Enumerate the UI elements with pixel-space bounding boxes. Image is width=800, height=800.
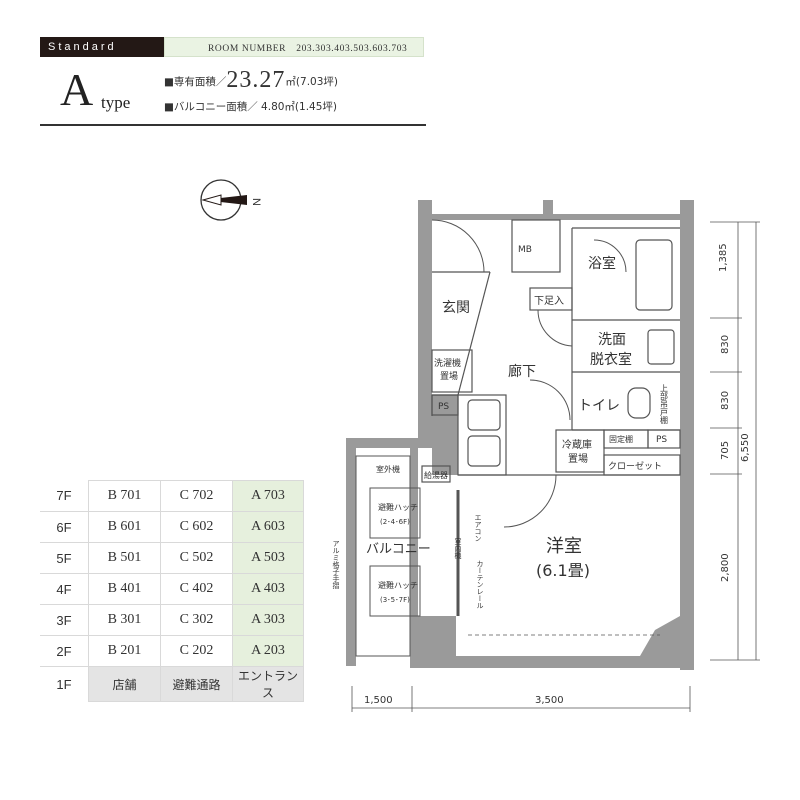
private-area-unit: ㎡(7.03坪) <box>285 76 338 88</box>
curtain-rail-label: カーテンレール <box>476 560 484 609</box>
dim-830-a: 830 <box>720 335 731 354</box>
unit-cell-highlight: A 303 <box>232 604 304 636</box>
table-row: 2F B 201 C 202 A 203 <box>40 635 304 667</box>
compass-icon: N <box>200 179 262 221</box>
room-number-list: ROOM NUMBER 203.303.403.503.603.703 <box>208 44 408 54</box>
grade-label: Standard <box>48 41 117 53</box>
dim-3500: 3,500 <box>535 695 564 706</box>
table-row: 3F B 301 C 302 A 303 <box>40 604 304 636</box>
unit-cell: C 502 <box>160 542 233 574</box>
private-area-value: 23.27 <box>226 67 286 93</box>
dim-1385: 1,385 <box>718 243 729 272</box>
floor-label: 3F <box>40 604 89 636</box>
right-dimension-lines <box>710 221 760 661</box>
table-row: 7F B 701 C 702 A 703 <box>40 480 304 512</box>
unit-cell: B 301 <box>88 604 161 636</box>
ground-cell: 避難通路 <box>160 666 233 702</box>
dim-total: 6,550 <box>740 433 751 462</box>
ground-cell: 店舗 <box>88 666 161 702</box>
entrance-label: 玄関 <box>442 299 470 316</box>
closet-label: クローゼット <box>608 460 662 472</box>
north-label: N <box>250 198 262 206</box>
fixed-shelf-label: 固定棚 <box>609 434 633 444</box>
railing-label: アルミ格子手摺 <box>332 540 340 590</box>
shoe-closet-label: 下足入 <box>534 295 564 307</box>
header-rule <box>40 124 426 126</box>
fridge-space-label: 置場 <box>568 452 588 465</box>
balcony-label: バルコニー <box>366 542 431 557</box>
outdoor-unit-label: 室外機 <box>376 464 400 474</box>
hatch-lower-label: 避難ハッチ <box>378 580 418 590</box>
hatch-upper-floors: (2･4･6F) <box>380 518 410 526</box>
western-room-size: (6.1畳) <box>536 561 590 580</box>
dim-705: 705 <box>720 441 731 460</box>
table-row: 5F B 501 C 502 A 503 <box>40 542 304 574</box>
door-swings <box>431 219 627 528</box>
indoor-unit-label: 室内機 <box>454 537 462 560</box>
room-number-banner <box>164 37 424 57</box>
western-room-label: 洋室 <box>546 536 582 557</box>
type-word: type <box>101 93 131 112</box>
aircon-label: エアコン <box>474 514 482 542</box>
unit-cell: B 201 <box>88 635 161 667</box>
floor-label: 6F <box>40 511 89 543</box>
unit-cell: C 202 <box>160 635 233 667</box>
private-area-label: ■専有面積／ <box>164 76 227 88</box>
balcony-area-spec: ■バルコニー面積／ 4.80㎡(1.45坪) <box>164 101 337 113</box>
table-row: 1F 店舗 避難通路 エントランス <box>40 666 304 702</box>
ps-left-label: PS <box>438 402 449 412</box>
unit-cell-highlight: A 203 <box>232 635 304 667</box>
floor-label: 2F <box>40 635 89 667</box>
washer-space-label: 置場 <box>440 370 458 382</box>
unit-cell: B 601 <box>88 511 161 543</box>
unit-cell: C 702 <box>160 480 233 512</box>
hallway-label: 廊下 <box>508 363 536 380</box>
unit-cell: C 602 <box>160 511 233 543</box>
private-area-spec: ■専有面積／23.27㎡(7.03坪) <box>164 67 338 94</box>
unit-cell-highlight: A 403 <box>232 573 304 605</box>
unit-cell-highlight: A 703 <box>232 480 304 512</box>
unit-cell: C 302 <box>160 604 233 636</box>
ps-right-label: PS <box>656 435 667 445</box>
floor-label: 4F <box>40 573 89 605</box>
unit-cell-highlight: A 603 <box>232 511 304 543</box>
dim-2800: 2,800 <box>720 553 731 582</box>
type-letter: A <box>60 64 94 115</box>
dim-1500: 1,500 <box>364 695 393 706</box>
floor-table: 7F B 701 C 702 A 703 6F B 601 C 602 A 60… <box>40 480 304 702</box>
grade-banner <box>40 37 164 57</box>
hatch-upper-label: 避難ハッチ <box>378 502 418 512</box>
floor-label: 7F <box>40 480 89 512</box>
floor-label: 5F <box>40 542 89 574</box>
interior-walls <box>355 219 681 657</box>
washer-label: 洗濯機 <box>434 357 461 369</box>
mb-label: MB <box>518 245 532 255</box>
toilet-shelf-label: 上部吊戸棚 <box>660 384 669 425</box>
dim-830-b: 830 <box>720 391 731 410</box>
unit-cell: B 701 <box>88 480 161 512</box>
fridge-label: 冷蔵庫 <box>562 438 592 451</box>
water-heater-label: 給湯器 <box>424 470 448 480</box>
ground-cell: エントランス <box>232 666 304 702</box>
hatch-lower-floors: (3･5･7F) <box>380 596 410 604</box>
floor-plan: MB 浴室 玄関 下足入 洗面 脱衣室 洗濯機 置場 廊下 PS トイレ 上部吊… <box>332 200 760 712</box>
dressing-label: 脱衣室 <box>590 351 632 368</box>
unit-cell: B 401 <box>88 573 161 605</box>
walls <box>346 200 694 670</box>
unit-cell: B 501 <box>88 542 161 574</box>
floor-label: 1F <box>56 676 72 692</box>
washroom-label: 洗面 <box>598 332 626 348</box>
table-row: 6F B 601 C 602 A 603 <box>40 511 304 543</box>
bottom-dimension-lines <box>351 686 691 712</box>
table-row: 4F B 401 C 402 A 403 <box>40 573 304 605</box>
toilet-label: トイレ <box>578 398 620 414</box>
bath-label: 浴室 <box>588 255 616 272</box>
unit-cell: C 402 <box>160 573 233 605</box>
unit-cell-highlight: A 503 <box>232 542 304 574</box>
